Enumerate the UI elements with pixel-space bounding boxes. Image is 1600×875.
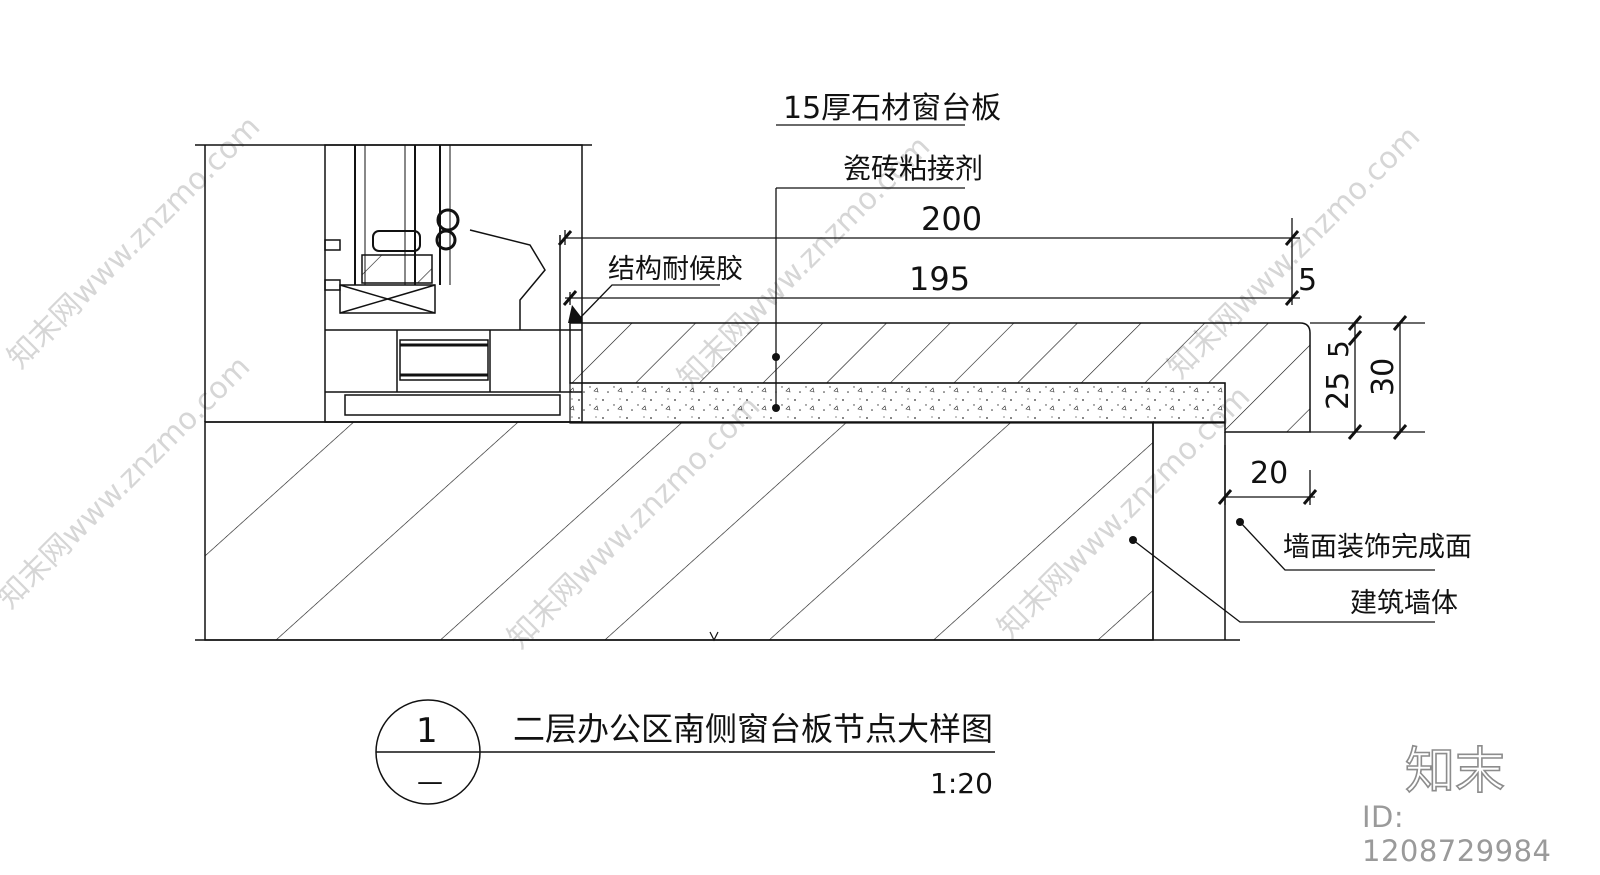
sheet-reference: — (417, 767, 443, 797)
label-wall-finish: 墙面装饰完成面 (1283, 532, 1472, 563)
drawing-scale: 1:20 (930, 767, 993, 800)
leader-dots (772, 353, 1244, 544)
dim-25: 25 (1321, 372, 1356, 410)
label-stone-sill: 15厚石材窗台板 (783, 91, 1001, 126)
tile-adhesive-layer (569, 382, 1226, 424)
detail-number: 1 (416, 711, 438, 751)
dim-30: 30 (1366, 358, 1401, 396)
image-id-label: ID: 1208729984 (1362, 800, 1552, 868)
building-wall (195, 421, 1240, 642)
dim-20: 20 (1250, 456, 1288, 491)
brand-logo-text: 知末 (1405, 742, 1505, 796)
leader-lines (579, 124, 1435, 623)
title-block: 1 — 二层办公区南侧窗台板节点大样图 1:20 (375, 699, 995, 805)
dim-5-vertical: 5 (1322, 340, 1355, 358)
drawing-title: 二层办公区南侧窗台板节点大样图 (513, 710, 993, 748)
dimension-lines (557, 218, 1425, 505)
label-building-wall: 建筑墙体 (1350, 588, 1458, 619)
dim-5-right: 5 (1298, 263, 1317, 298)
sealant-bead (568, 305, 582, 323)
dim-200: 200 (921, 200, 982, 238)
window-frame-profile (324, 144, 583, 423)
dim-195: 195 (909, 260, 970, 298)
brand-logo: 知末 (1405, 742, 1506, 796)
label-tile-adhesive: 瓷砖粘接剂 (843, 152, 983, 185)
label-structural-sealant: 结构耐候胶 (608, 254, 743, 285)
watermark-text: 知末网www.znzmo.com (1, 109, 267, 375)
